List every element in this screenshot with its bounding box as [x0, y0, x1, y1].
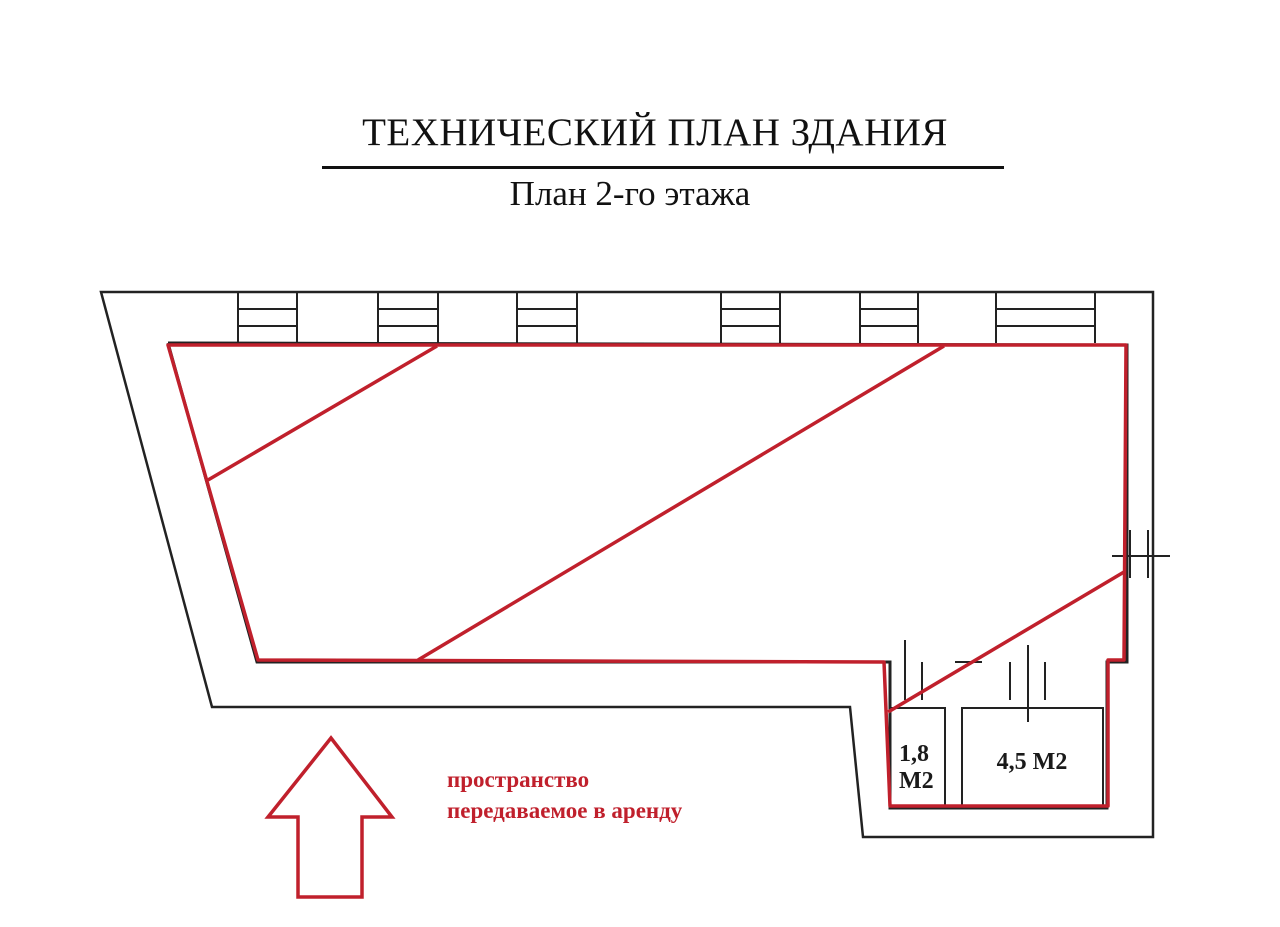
legend-line-1: пространство — [447, 767, 590, 792]
hatch-line — [207, 344, 438, 482]
hatch-line — [887, 570, 1125, 714]
rental-area — [166, 343, 1128, 808]
legend-line-2: передаваемое в аренду — [447, 798, 683, 823]
room-small-area-label: 1,8 М2 — [899, 741, 943, 795]
window — [995, 292, 1096, 343]
up-arrow-icon — [264, 735, 396, 899]
hatch-line — [417, 344, 945, 662]
rental-outline — [166, 343, 1128, 808]
window — [516, 292, 578, 343]
window — [237, 292, 298, 343]
outer-wall — [99, 290, 1155, 839]
plan-title: ТЕХНИЧЕСКИЙ ПЛАН ЗДАНИЯ — [362, 111, 948, 154]
room-small-area-value: 1,8 — [899, 741, 929, 767]
side-opening — [1112, 530, 1170, 578]
window — [859, 292, 919, 343]
inner-wall — [166, 341, 1129, 810]
window — [720, 292, 781, 343]
room-small-area-unit: М2 — [899, 768, 934, 794]
window — [377, 292, 439, 343]
title-underline — [322, 166, 1004, 169]
room-medium-area-label: 4,5 М2 — [996, 749, 1068, 775]
legend: пространство передаваемое в аренду — [447, 764, 682, 826]
windows — [237, 292, 1170, 578]
plan-subtitle: План 2-го этажа — [509, 174, 751, 213]
